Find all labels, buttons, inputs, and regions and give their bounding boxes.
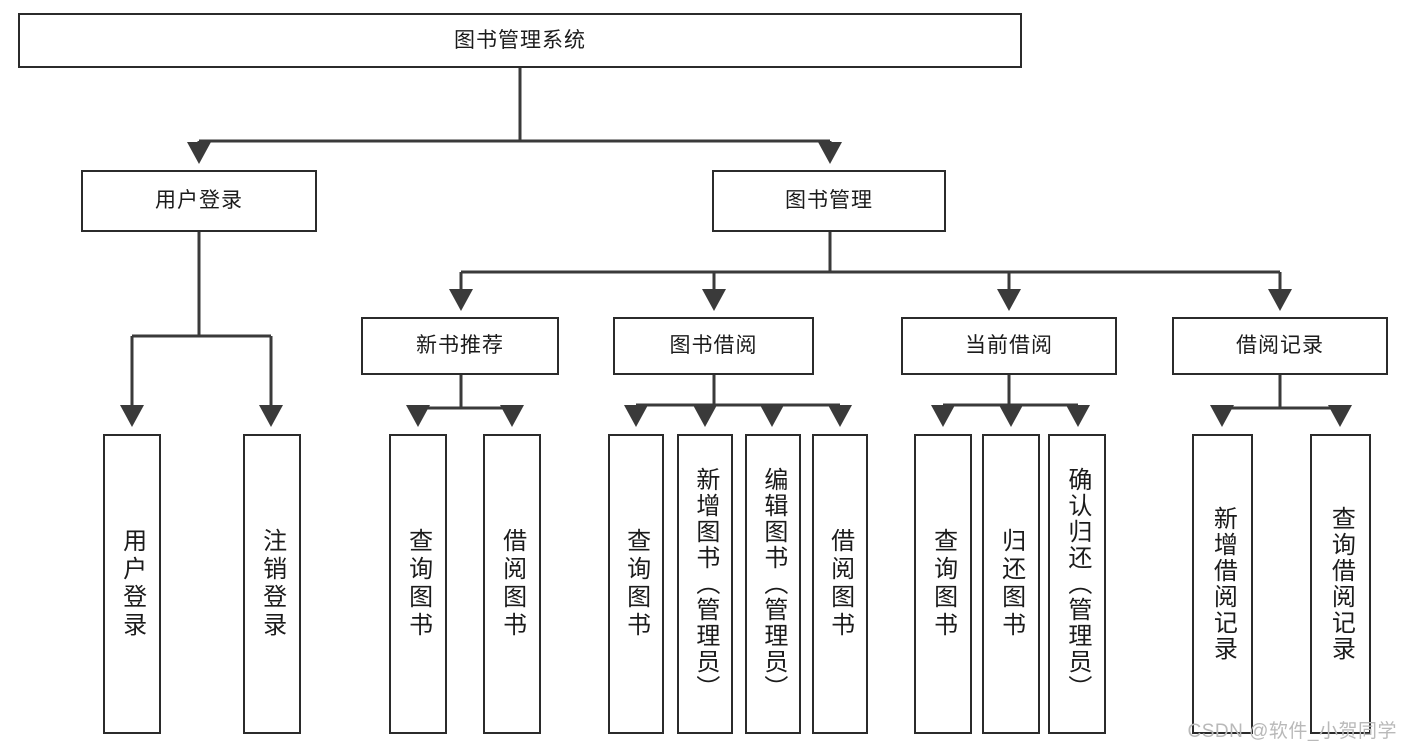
- node-new-book-recommendation[interactable]: 新书推荐: [361, 317, 559, 375]
- node-label: 新书推荐: [416, 334, 504, 358]
- node-label: 用户登录: [155, 189, 243, 213]
- node-current-borrow[interactable]: 当前借阅: [901, 317, 1117, 375]
- node-label: 编辑图书（管理员）: [759, 467, 787, 701]
- leaf-book-borrow-borrow-book[interactable]: 借阅图书: [812, 434, 868, 734]
- node-label: 查询图书: [622, 528, 650, 640]
- leaf-user-login-logout[interactable]: 注销登录: [243, 434, 301, 734]
- leaf-book-borrow-add-book-admin[interactable]: 新增图书（管理员）: [677, 434, 733, 734]
- node-label: 借阅图书: [826, 528, 854, 640]
- node-label: 当前借阅: [965, 334, 1053, 358]
- node-label: 图书借阅: [669, 334, 758, 358]
- node-book-management[interactable]: 图书管理: [712, 170, 946, 232]
- leaf-new-book-borrow-book[interactable]: 借阅图书: [483, 434, 541, 734]
- leaf-borrow-record-add-record[interactable]: 新增借阅记录: [1192, 434, 1253, 734]
- node-label: 新增借阅记录: [1209, 506, 1237, 662]
- node-borrow-record[interactable]: 借阅记录: [1172, 317, 1388, 375]
- leaf-current-borrow-query-book[interactable]: 查询图书: [914, 434, 972, 734]
- node-label: 借阅图书: [498, 528, 526, 640]
- node-label: 新增图书（管理员）: [691, 467, 719, 701]
- node-root-book-management-system[interactable]: 图书管理系统: [18, 13, 1022, 68]
- node-label: 图书管理系统: [454, 28, 586, 52]
- node-label: 用户登录: [118, 528, 146, 640]
- leaf-new-book-query-book[interactable]: 查询图书: [389, 434, 447, 734]
- leaf-book-borrow-edit-book-admin[interactable]: 编辑图书（管理员）: [745, 434, 801, 734]
- leaf-current-borrow-confirm-return-admin[interactable]: 确认归还（管理员）: [1048, 434, 1106, 734]
- node-label: 归还图书: [997, 528, 1025, 640]
- leaf-user-login-login[interactable]: 用户登录: [103, 434, 161, 734]
- watermark: CSDN @软件_小贺同学: [1187, 721, 1397, 742]
- node-label: 查询图书: [404, 528, 432, 640]
- node-label: 确认归还（管理员）: [1063, 467, 1091, 701]
- node-label: 注销登录: [258, 528, 286, 640]
- node-user-login[interactable]: 用户登录: [81, 170, 317, 232]
- node-label: 查询借阅记录: [1327, 506, 1355, 662]
- leaf-current-borrow-return-book[interactable]: 归还图书: [982, 434, 1040, 734]
- node-label: 借阅记录: [1236, 334, 1324, 358]
- leaf-borrow-record-query-record[interactable]: 查询借阅记录: [1310, 434, 1371, 734]
- node-book-borrow[interactable]: 图书借阅: [613, 317, 814, 375]
- node-label: 查询图书: [929, 528, 957, 640]
- leaf-book-borrow-query-book[interactable]: 查询图书: [608, 434, 664, 734]
- node-label: 图书管理: [785, 189, 873, 213]
